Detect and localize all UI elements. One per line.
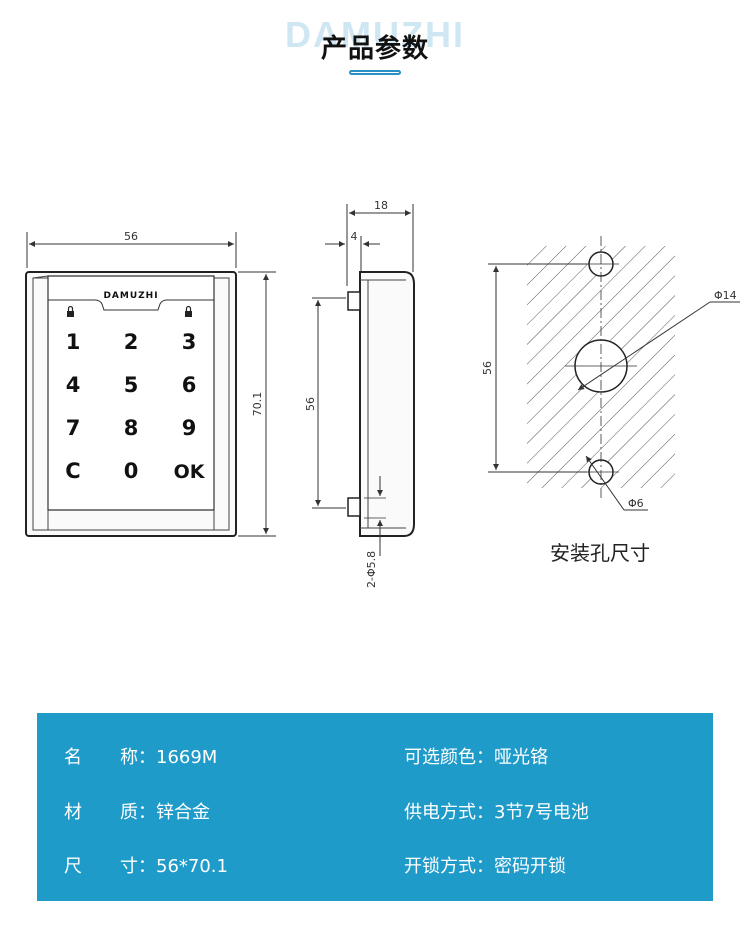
lock-icon bbox=[67, 305, 74, 317]
keypad-key: 8 bbox=[124, 416, 139, 440]
keypad-key: 9 bbox=[182, 416, 197, 440]
spec-size: 尺寸：56*70.1 bbox=[64, 856, 228, 877]
spec-power-value: 3节7号电池 bbox=[494, 802, 589, 823]
spec-size-value: 56*70.1 bbox=[156, 856, 228, 877]
spec-name-value: 1669M bbox=[156, 747, 218, 768]
front-view: 56 70.1 DAMUZHI 1 2 3 4 bbox=[25, 230, 276, 537]
hole-caption: 安装孔尺寸 bbox=[550, 541, 650, 565]
keypad-key: 2 bbox=[124, 330, 139, 354]
keypad-key: 1 bbox=[66, 330, 81, 354]
front-width-label: 56 bbox=[124, 230, 138, 243]
front-brand-label: DAMUZHI bbox=[103, 291, 158, 301]
keypad-key: 5 bbox=[124, 373, 139, 397]
keypad-key: OK bbox=[174, 461, 206, 483]
hole-view: 56 Φ14 Φ6 bbox=[481, 236, 740, 511]
brand-watermark: DAMUZHI bbox=[285, 14, 465, 55]
spec-unlock-value: 密码开锁 bbox=[494, 856, 566, 877]
keypad-key: 0 bbox=[124, 459, 139, 483]
small-hole-label: Φ6 bbox=[628, 497, 644, 510]
center-hole-label: Φ14 bbox=[714, 289, 737, 302]
keypad-key: 4 bbox=[66, 373, 81, 397]
keypad-key: 6 bbox=[182, 373, 197, 397]
side-view: 18 4 56 2-Φ5.8 bbox=[304, 199, 415, 588]
side-offset-label: 4 bbox=[351, 230, 358, 243]
spec-material: 材质：锌合金 bbox=[64, 802, 210, 823]
spec-material-value: 锌合金 bbox=[156, 802, 210, 823]
spec-color: 可选颜色：哑光铬 bbox=[404, 747, 548, 768]
keypad-key: 7 bbox=[66, 416, 81, 440]
side-hole-label: 2-Φ5.8 bbox=[365, 551, 378, 588]
spec-power: 供电方式：3节7号电池 bbox=[404, 802, 589, 823]
keypad-key: 3 bbox=[182, 330, 197, 354]
side-spacing-label: 56 bbox=[304, 397, 317, 411]
title-underline bbox=[349, 70, 401, 75]
spec-color-value: 哑光铬 bbox=[494, 747, 548, 768]
front-height-label: 70.1 bbox=[251, 392, 264, 417]
page-header: DAMUZHI 产品参数 bbox=[0, 0, 750, 90]
keypad-key: C bbox=[65, 459, 80, 483]
page-title: 产品参数 bbox=[320, 34, 429, 64]
side-depth-label: 18 bbox=[374, 199, 388, 212]
hole-spacing-label: 56 bbox=[481, 361, 494, 375]
lock-icon bbox=[185, 305, 192, 317]
spec-panel: 名称：1669M 材质：锌合金 尺寸：56*70.1 可选颜色：哑光铬 供电方式… bbox=[37, 713, 713, 901]
technical-drawing: 56 70.1 DAMUZHI 1 2 3 4 bbox=[25, 199, 740, 588]
spec-unlock: 开锁方式：密码开锁 bbox=[404, 856, 566, 877]
spec-name: 名称：1669M bbox=[64, 747, 218, 768]
